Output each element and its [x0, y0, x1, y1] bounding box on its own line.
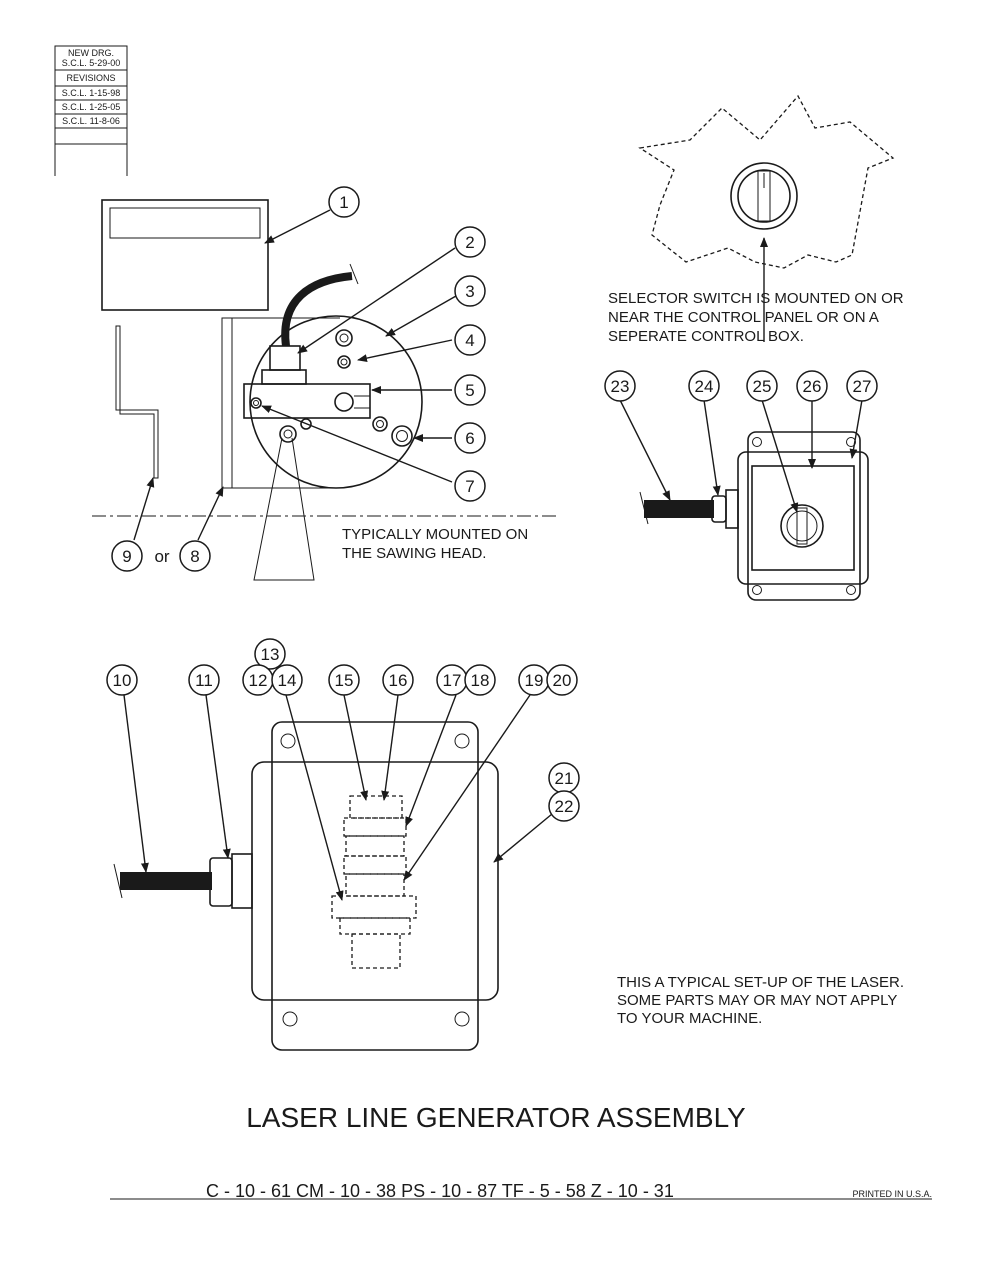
- callout-15: 15: [335, 671, 354, 690]
- typical-note-line1: THIS A TYPICAL SET-UP OF THE LASER.: [617, 974, 904, 991]
- callout-19: 19: [525, 671, 544, 690]
- callout-20: 20: [553, 671, 572, 690]
- cable-gland-11: [209, 857, 233, 907]
- rev-row-2: S.C.L. 5-29-00: [62, 58, 121, 68]
- selector-knob: [780, 504, 824, 548]
- callout-3: 3: [465, 282, 474, 301]
- control-panel-outline: [638, 94, 895, 269]
- callout-9: 9: [122, 547, 131, 566]
- laser-cable-10: [120, 872, 212, 890]
- rev-row-4: S.C.L. 1-15-98: [62, 88, 121, 98]
- callout-7: 7: [465, 477, 474, 496]
- callout-14: 14: [278, 671, 297, 690]
- laser-enclosure-view: 10 11 13 12 14 15 16 17 18 19 20 21 22 T…: [106, 638, 904, 1051]
- footer-codes: C - 10 - 61 CM - 10 - 38 PS - 10 - 87 TF…: [206, 1181, 674, 1201]
- rev-row-6: S.C.L. 11-8-06: [62, 116, 120, 126]
- laser-module: [349, 795, 403, 819]
- saw-head-view: 1 2 3 4 5 6 7 9 or 8 TYPICALLY MOUNTED O…: [92, 186, 560, 581]
- power-supply-box: [101, 199, 269, 311]
- callout-23: 23: [611, 377, 630, 396]
- callout-26: 26: [803, 377, 822, 396]
- callout-8: 8: [190, 547, 199, 566]
- rev-row-5: S.C.L. 1-25-05: [62, 102, 121, 112]
- typical-note-line2: SOME PARTS MAY OR MAY NOT APPLY: [617, 992, 897, 1009]
- mounted-note-line1: TYPICALLY MOUNTED ON: [342, 526, 528, 543]
- callout-1: 1: [339, 193, 348, 212]
- callout-27: 27: [853, 377, 872, 396]
- callout-6: 6: [465, 429, 474, 448]
- switch-cable: [644, 500, 714, 518]
- callout-17: 17: [443, 671, 462, 690]
- callout-11: 11: [195, 671, 213, 690]
- callout-2: 2: [465, 233, 474, 252]
- laser-head: [269, 345, 301, 371]
- callout-13: 13: [261, 645, 280, 664]
- laser-enclosure-box: [251, 761, 499, 1001]
- selector-note-line2: NEAR THE CONTROL PANEL OR ON A: [608, 309, 879, 326]
- callout-25: 25: [753, 377, 772, 396]
- rev-row-1: NEW DRG.: [68, 48, 114, 58]
- callout-16: 16: [389, 671, 408, 690]
- printed-in-usa: PRINTED IN U.S.A.: [852, 1189, 932, 1199]
- callout-21: 21: [555, 769, 574, 788]
- drawing-title: LASER LINE GENERATOR ASSEMBLY: [246, 1102, 746, 1133]
- callout-22: 22: [555, 797, 574, 816]
- laser-beam-fan: [253, 437, 315, 581]
- rev-row-3: REVISIONS: [66, 73, 115, 83]
- callout-18: 18: [471, 671, 490, 690]
- selector-note-line3: SEPERATE CONTROL BOX.: [608, 328, 804, 345]
- selector-knob-outer: [730, 162, 798, 230]
- bracket-9: [115, 325, 159, 479]
- typical-note-line3: TO YOUR MACHINE.: [617, 1010, 762, 1027]
- callout-9-or: or: [154, 547, 169, 566]
- selector-control-box: [737, 451, 869, 585]
- laser-cable: [281, 272, 353, 347]
- selector-switch-view: SELECTOR SWITCH IS MOUNTED ON OR NEAR TH…: [604, 94, 904, 601]
- laser-clamp-block: [243, 383, 371, 419]
- callout-10: 10: [113, 671, 132, 690]
- callout-12: 12: [249, 671, 268, 690]
- selector-note-line1: SELECTOR SWITCH IS MOUNTED ON OR: [608, 290, 904, 307]
- mounting-plate-8: [221, 317, 233, 489]
- revision-block: NEW DRG. S.C.L. 5-29-00 REVISIONS S.C.L.…: [54, 45, 128, 176]
- mounted-note-line2: THE SAWING HEAD.: [342, 545, 486, 562]
- callout-24: 24: [695, 377, 714, 396]
- callout-4: 4: [465, 331, 474, 350]
- callout-5: 5: [465, 381, 474, 400]
- laser-mount-disc: [249, 315, 423, 489]
